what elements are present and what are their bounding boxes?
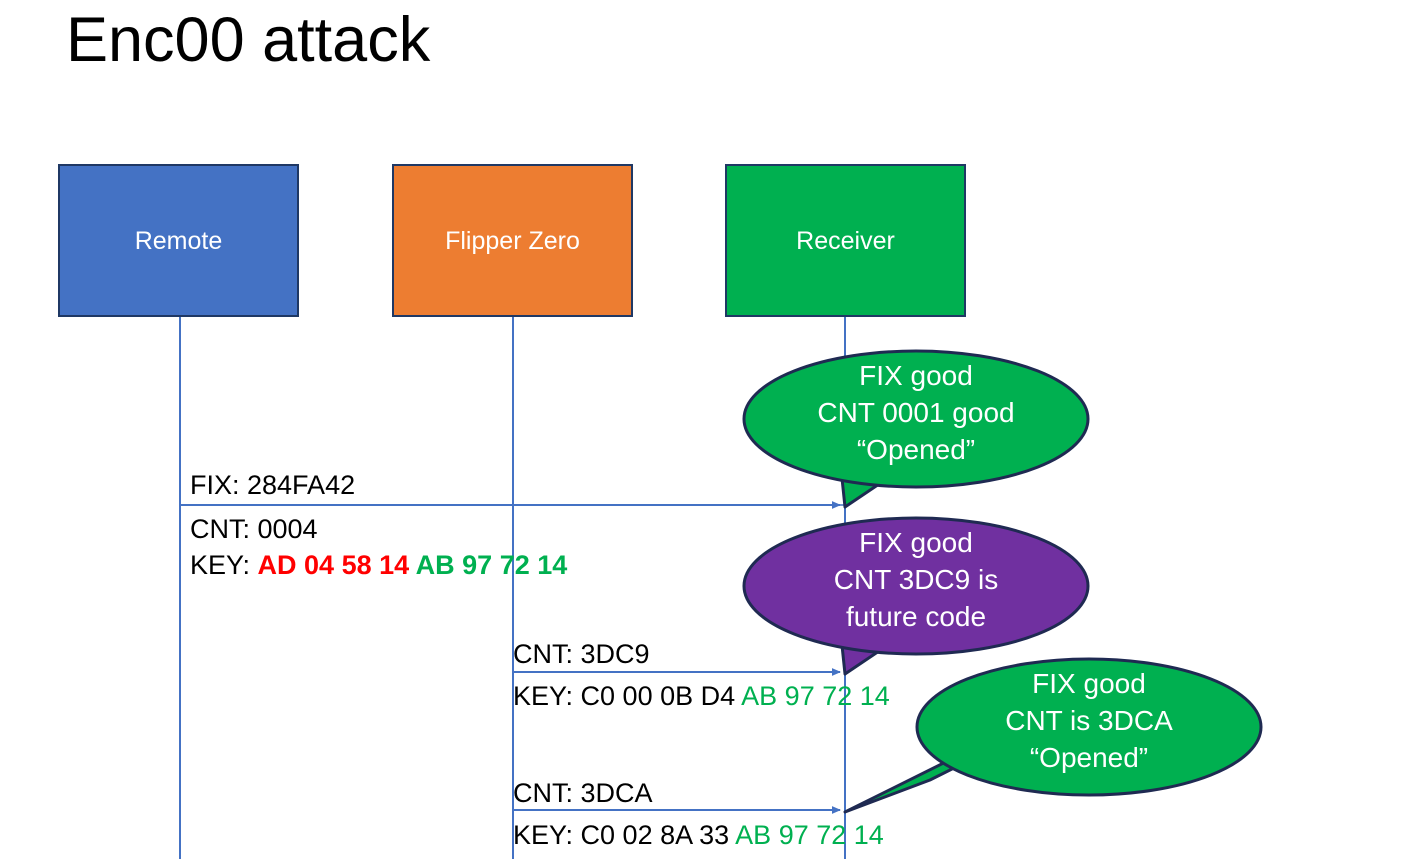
callout-3-line-3: “Opened” xyxy=(1029,742,1149,773)
message-2-key-green: AB 97 72 14 xyxy=(741,681,890,711)
callout-2-shape xyxy=(742,516,1090,676)
message-3-key-green: AB 97 72 14 xyxy=(735,820,884,850)
callout-2-text: FIX good CNT 3DC9 is future code xyxy=(744,524,1088,635)
actor-box-remote[interactable]: Remote xyxy=(58,164,299,317)
callout-1-line-2: CNT 0001 good xyxy=(817,397,1015,428)
callout-2-line-1: FIX good xyxy=(859,527,973,558)
callout-1-line-3: “Opened” xyxy=(856,434,976,465)
message-1-key-green: AB 97 72 14 xyxy=(415,550,568,580)
message-1-key-prefix: KEY: xyxy=(190,550,258,580)
message-1-key: KEY: AD 04 58 14 AB 97 72 14 xyxy=(190,548,567,582)
callout-3-line-2: CNT is 3DCA xyxy=(1005,705,1173,736)
message-3-key-prefix: KEY: C0 02 8A 33 xyxy=(513,820,736,850)
actor-label-receiver: Receiver xyxy=(796,226,895,255)
message-2-key-prefix: KEY: C0 00 0B D4 xyxy=(513,681,742,711)
message-3-cnt: CNT: 3DCA xyxy=(513,778,653,808)
callout-1-text: FIX good CNT 0001 good “Opened” xyxy=(744,357,1088,468)
message-2-cnt: CNT: 3DC9 xyxy=(513,639,650,669)
actor-box-receiver[interactable]: Receiver xyxy=(725,164,966,317)
actor-label-flipper: Flipper Zero xyxy=(445,226,580,255)
message-1-key-red: AD 04 58 14 xyxy=(257,550,416,580)
callout-3-line-1: FIX good xyxy=(1032,668,1146,699)
callout-3-text: FIX good CNT is 3DCA “Opened” xyxy=(917,665,1261,776)
callout-3-shape xyxy=(843,657,1263,814)
callout-1-line-1: FIX good xyxy=(859,360,973,391)
callout-2-line-2: CNT 3DC9 is xyxy=(833,564,999,595)
message-1-cnt: CNT: 0004 xyxy=(190,514,318,544)
message-3-key: KEY: C0 02 8A 33 AB 97 72 14 xyxy=(513,818,884,852)
callout-1-shape xyxy=(742,349,1090,509)
callout-2-line-3: future code xyxy=(845,601,987,632)
message-1-fix: FIX: 284FA42 xyxy=(190,470,356,500)
message-2-key: KEY: C0 00 0B D4 AB 97 72 14 xyxy=(513,679,890,713)
page-title: Enc00 attack xyxy=(66,5,431,75)
actor-box-flipper[interactable]: Flipper Zero xyxy=(392,164,633,317)
actor-label-remote: Remote xyxy=(134,226,223,255)
